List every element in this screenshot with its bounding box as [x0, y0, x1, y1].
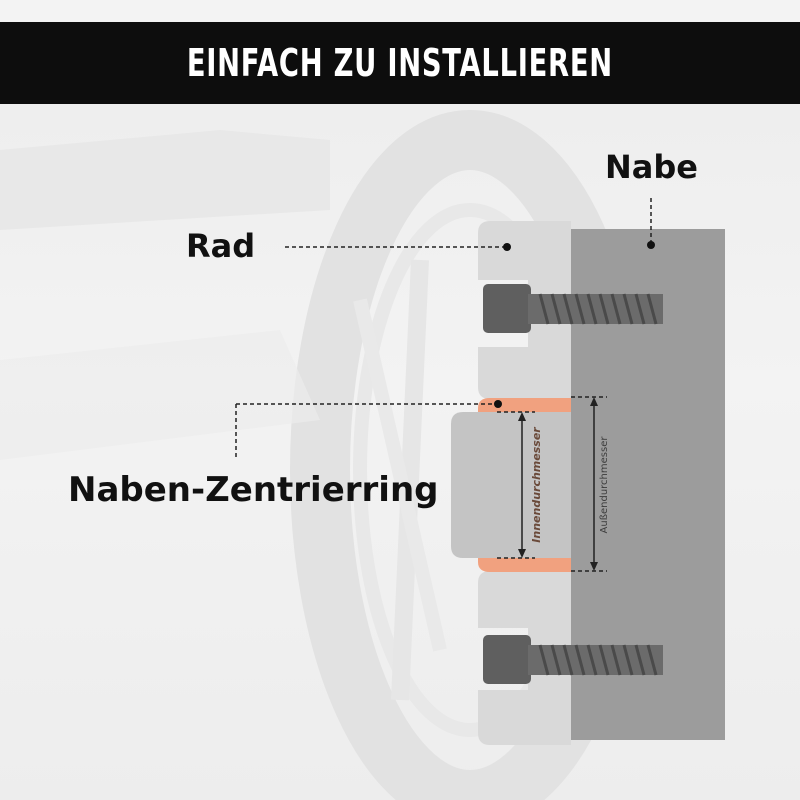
outer-diameter-arrow — [590, 397, 598, 571]
outer-diameter-label: Außendurchmesser — [599, 436, 610, 534]
hub-marker-dot — [647, 241, 655, 249]
centering-ring-bottom — [478, 558, 571, 572]
lower-bolt — [483, 635, 663, 684]
inner-diameter-arrow — [518, 412, 526, 558]
inner-diameter-label: Innendurchmesser — [530, 427, 543, 543]
wheel-marker-dot — [503, 243, 511, 251]
centering-ring-label: Naben-Zentrierring — [68, 470, 439, 510]
page-title: EINFACH ZU INSTALLIEREN — [186, 41, 614, 85]
background-wheel-illustration — [0, 110, 650, 800]
title-bar: EINFACH ZU INSTALLIEREN — [0, 22, 800, 104]
leader-lines — [235, 198, 652, 572]
ring-marker-dot — [494, 400, 502, 408]
hub-label: Nabe — [605, 148, 698, 186]
wheel-upper-section — [478, 221, 571, 399]
centering-ring-top — [478, 398, 571, 412]
wheel-label: Rad — [186, 227, 256, 265]
wheel-center-bore — [451, 412, 571, 558]
wheel-lower-section — [478, 571, 571, 745]
upper-bolt — [483, 284, 663, 333]
